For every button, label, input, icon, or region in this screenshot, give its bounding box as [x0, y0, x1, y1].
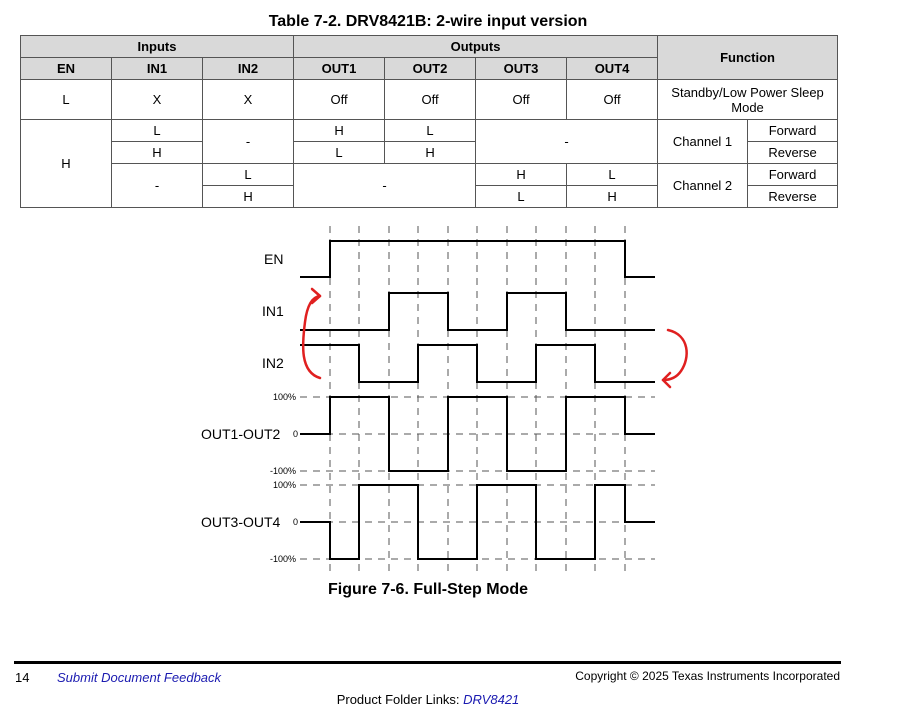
cell-in2: H	[201, 185, 295, 208]
outputs-group-header: Outputs	[293, 35, 659, 58]
col-header-in1: IN1	[111, 57, 203, 80]
col-header-out3: OUT3	[475, 57, 568, 80]
cell-out12: -	[293, 163, 477, 208]
product-links-prefix: Product Folder Links:	[336, 692, 464, 707]
level-label-pos: 100%	[273, 480, 296, 490]
cell-in1: X	[111, 79, 203, 120]
cell-out1: Off	[293, 79, 386, 120]
product-folder-links: Product Folder Links: DRV8421	[0, 692, 856, 707]
inputs-group-header: Inputs	[19, 35, 295, 58]
footer-divider	[14, 661, 841, 664]
in2-waveform	[300, 344, 655, 383]
right-annotation-arrow-icon	[661, 328, 688, 389]
cell-out4: H	[566, 185, 659, 208]
drv8421-link[interactable]: DRV8421	[463, 692, 520, 707]
level-label-pos: 100%	[273, 392, 296, 402]
col-header-en: EN	[20, 57, 112, 80]
table-row: - L - H L Channel 2 Forward	[21, 163, 839, 208]
cell-en: H	[20, 119, 112, 208]
en-waveform	[300, 240, 655, 278]
cell-out34: -	[475, 119, 659, 164]
cell-channel: Channel 2	[657, 163, 749, 208]
in1-waveform	[300, 292, 655, 331]
table-row: L X X Off Off Off Off Standby/Low Power …	[20, 79, 839, 120]
level-label-neg: -100%	[270, 466, 296, 476]
cell-out2: H	[384, 141, 477, 164]
table-title: Table 7-2. DRV8421B: 2-wire input versio…	[268, 13, 588, 30]
figure-title: Figure 7-6. Full-Step Mode	[327, 581, 528, 598]
cell-out3: L	[475, 185, 568, 208]
signal-label-out12: OUT1-OUT2	[201, 426, 281, 442]
level-label-neg: -100%	[270, 554, 296, 564]
col-header-out2: OUT2	[384, 57, 477, 80]
out34-waveform	[300, 484, 655, 560]
level-label-zero: 0	[293, 429, 298, 439]
cell-out3: Off	[475, 79, 568, 120]
cell-out2: Off	[384, 79, 477, 120]
signal-label-out34: OUT3-OUT4	[201, 514, 281, 530]
submit-feedback-link[interactable]: Submit Document Feedback	[57, 670, 222, 685]
signal-label-en: EN	[264, 251, 283, 267]
table-row: H L H Reverse	[21, 141, 839, 164]
cell-function: Standby/Low Power Sleep Mode	[657, 79, 839, 120]
signal-label-in1: IN1	[262, 303, 284, 319]
function-header: Function	[657, 35, 839, 80]
out12-waveform	[300, 396, 655, 472]
left-annotation-arrow-icon	[301, 287, 322, 380]
cell-direction: Reverse	[747, 185, 839, 208]
cell-direction: Forward	[747, 119, 839, 142]
cell-direction: Forward	[747, 163, 839, 186]
cell-in2: X	[201, 79, 295, 120]
truth-table: Inputs Outputs Function EN IN1 IN2 OUT1 …	[19, 35, 839, 208]
cell-in2: -	[201, 119, 295, 164]
table-row: H L H Reverse	[21, 185, 839, 208]
cell-direction: Reverse	[747, 141, 839, 164]
col-header-in2: IN2	[201, 57, 295, 80]
page-number: 14	[15, 670, 30, 685]
signal-label-in2: IN2	[262, 355, 284, 371]
level-label-zero: 0	[293, 517, 298, 527]
copyright-notice: Copyright © 2025 Texas Instruments Incor…	[575, 669, 840, 683]
